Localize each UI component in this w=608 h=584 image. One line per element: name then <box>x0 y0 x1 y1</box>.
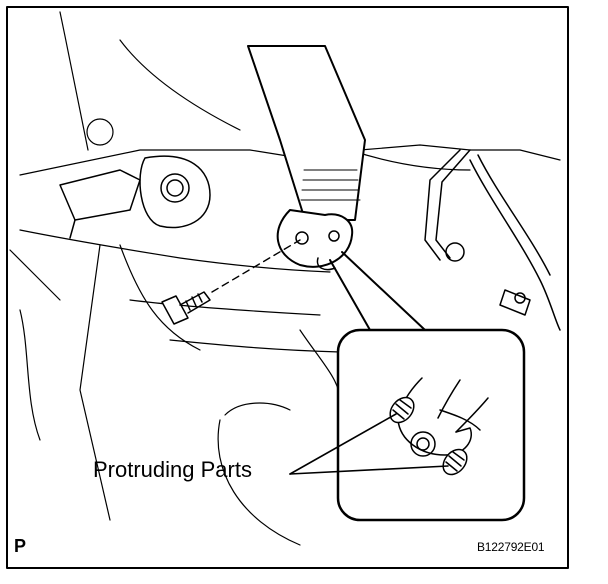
callout-protruding-parts: Protruding Parts <box>93 457 252 482</box>
anchor-bolt-hole <box>295 231 309 245</box>
left-bracket <box>59 155 211 239</box>
detail-bolt <box>410 431 436 457</box>
detail-leader <box>329 251 426 331</box>
bolt-path-line <box>211 239 301 293</box>
protruding-part-lower <box>442 448 468 476</box>
detail-inset <box>336 328 526 522</box>
corner-mark: P <box>14 536 27 556</box>
bracket-bolt-hole <box>160 173 190 203</box>
seat-belt-anchor <box>247 45 366 271</box>
figure-frame <box>6 6 569 569</box>
floor-panel-left <box>9 229 341 546</box>
callout-leaders <box>289 413 449 475</box>
right-tube <box>424 149 561 331</box>
bolt <box>161 291 211 325</box>
protruding-part-upper <box>389 396 415 424</box>
figure-code: B122792E01 <box>477 540 545 554</box>
panel-hole <box>86 118 114 146</box>
